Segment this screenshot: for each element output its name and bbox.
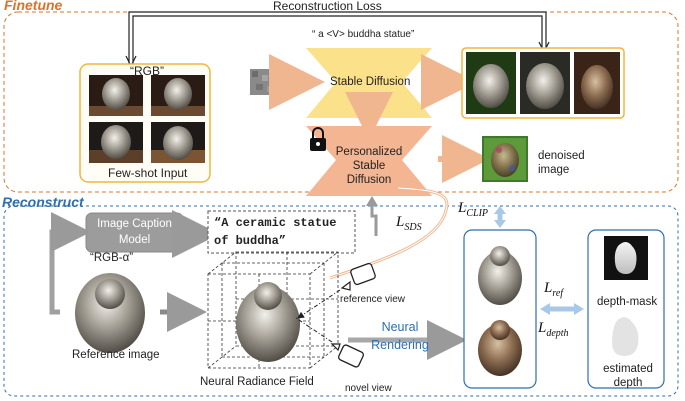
reference-image	[75, 273, 145, 353]
reference-camera-icon	[340, 262, 376, 291]
image-caption-model-label: Image Caption Model	[97, 218, 172, 246]
caption-text-box	[207, 210, 356, 254]
few-shot-thumbnails	[89, 75, 205, 163]
estimated-depth-label: estimated depth	[603, 363, 653, 389]
lock-icon	[310, 127, 326, 151]
reconstruction-loss-line	[128, 11, 547, 64]
clip-loss: LCLIP	[458, 200, 489, 219]
depth-mask-label: depth-mask	[597, 296, 658, 308]
caption-text: “A ceramic statue of buddha”	[214, 216, 337, 248]
denoised-image	[482, 136, 528, 182]
personalized-sd-label: Personalized Stable Diffusion	[335, 146, 403, 186]
rendered-views	[478, 246, 522, 376]
reconstruct-frame	[3, 205, 679, 397]
nerf-label: Neural Radiance Field	[200, 376, 314, 388]
nerf-statue	[236, 282, 300, 362]
generated-images	[466, 52, 620, 114]
ref-loss: Lref	[544, 280, 564, 299]
reconstruct-section-title: Reconstruct	[2, 194, 84, 210]
rgb-label: “RGB”	[130, 64, 164, 78]
estimated-depth-image	[612, 317, 639, 356]
rgb-alpha-label: “RGB-α”	[90, 252, 134, 264]
sds-loss: LSDS	[396, 214, 422, 233]
reconstruction-loss-label: Reconstruction Loss	[273, 0, 382, 13]
depth-mask-image	[604, 236, 648, 280]
personalized-sd-block	[306, 126, 432, 196]
neural-rendering-label: Neural Rendering	[371, 320, 429, 352]
reference-view-label: reference view	[340, 294, 406, 305]
novel-camera-icon	[330, 343, 365, 368]
stable-diffusion-label: Stable Diffusion	[330, 76, 411, 88]
reference-image-label: Reference image	[72, 349, 160, 361]
stable-diffusion-block	[306, 48, 432, 118]
novel-view-label: novel view	[345, 383, 392, 394]
few-shot-input-label: Few-shot Input	[108, 166, 188, 180]
prompt-label: “ a <V> buddha statue”	[312, 29, 415, 40]
depth-loss: Ldepth	[538, 320, 569, 339]
finetune-section-title: Finetune	[4, 0, 63, 13]
denoised-image-label: denoised image	[538, 150, 585, 176]
noise-image	[250, 69, 276, 95]
